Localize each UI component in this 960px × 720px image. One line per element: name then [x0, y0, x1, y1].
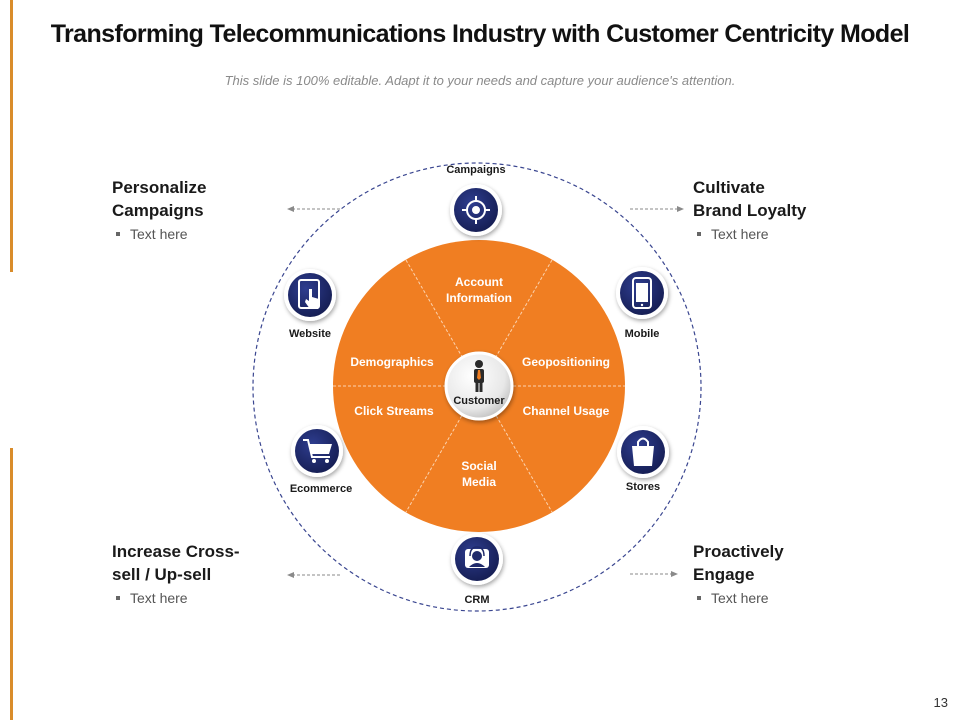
corner-top-left-heading-line2: Campaigns: [112, 201, 204, 220]
slice-label-click-streams: Click Streams: [354, 404, 434, 418]
corner-bottom-left-bullet: Text here: [112, 590, 292, 606]
target-icon: [462, 196, 490, 224]
crm-node: CRM: [451, 533, 503, 606]
slice-label-demographics: Demographics: [350, 355, 434, 369]
corner-bottom-left-heading-line2: sell / Up-sell: [112, 565, 212, 584]
mobile-label: Mobile: [625, 328, 660, 340]
edge-accent-bar-top: [10, 0, 13, 272]
corner-bottom-right-bullet-text: Text here: [711, 590, 769, 606]
corner-top-left: Personalize Campaigns Text here: [112, 176, 292, 242]
touch-tablet-icon: [298, 279, 320, 309]
campaigns-node: Campaigns: [446, 164, 506, 236]
slide-subtitle: This slide is 100% editable. Adapt it to…: [224, 73, 736, 88]
headset-agent-icon: [465, 546, 489, 568]
outer-dashed-ring: [252, 162, 702, 612]
corner-top-right-heading-line2: Brand Loyalty: [693, 201, 807, 220]
stores-node: Stores: [617, 426, 669, 493]
center-label: Customer: [453, 395, 505, 407]
corner-bottom-left: Increase Cross- sell / Up-sell Text here: [112, 540, 292, 606]
corner-bottom-right-bullet: Text here: [693, 590, 873, 606]
person-icon: [474, 360, 484, 392]
corner-bottom-left-bullet-text: Text here: [130, 590, 188, 606]
corner-top-left-heading-line1: Personalize: [112, 178, 207, 197]
campaigns-label: Campaigns: [446, 164, 505, 176]
stores-label: Stores: [626, 481, 660, 493]
shopping-cart-icon: [303, 439, 332, 463]
corner-top-right: Cultivate Brand Loyalty Text here: [693, 176, 873, 242]
corner-top-right-heading-line1: Cultivate: [693, 178, 765, 197]
slide-title: Transforming Telecommunications Industry…: [50, 20, 910, 48]
edge-accent-bar-bottom: [10, 448, 13, 720]
corner-top-right-bullet-text: Text here: [711, 226, 769, 242]
connector-arrows: [287, 206, 684, 578]
ecommerce-label: Ecommerce: [290, 483, 352, 495]
corner-bottom-right-heading-line2: Engage: [693, 565, 755, 584]
mobile-phone-icon: [632, 277, 652, 309]
shopping-bag-icon: [632, 437, 654, 466]
corner-bottom-left-heading-line1: Increase Cross-: [112, 542, 240, 561]
slice-label-account-line2: Information: [446, 291, 512, 305]
crm-label: CRM: [464, 594, 489, 606]
slice-label-geopositioning: Geopositioning: [522, 355, 610, 369]
corner-top-right-bullet: Text here: [693, 226, 873, 242]
center-customer: Customer: [444, 351, 514, 421]
corner-bottom-right: Proactively Engage Text here: [693, 540, 873, 606]
page-number: 13: [933, 695, 948, 710]
website-label: Website: [289, 328, 331, 340]
slice-label-social-line2: Media: [462, 475, 496, 489]
corner-bottom-right-heading-line1: Proactively: [693, 542, 784, 561]
corner-top-left-bullet: Text here: [112, 226, 292, 242]
slice-label-channel-usage: Channel Usage: [523, 404, 610, 418]
ecommerce-node: Ecommerce: [290, 425, 352, 495]
corner-top-left-bullet-text: Text here: [130, 226, 188, 242]
mobile-node: Mobile: [616, 267, 668, 340]
website-node: Website: [284, 269, 336, 340]
slice-label-account-line1: Account: [455, 275, 503, 289]
slice-label-social-line1: Social: [461, 459, 496, 473]
